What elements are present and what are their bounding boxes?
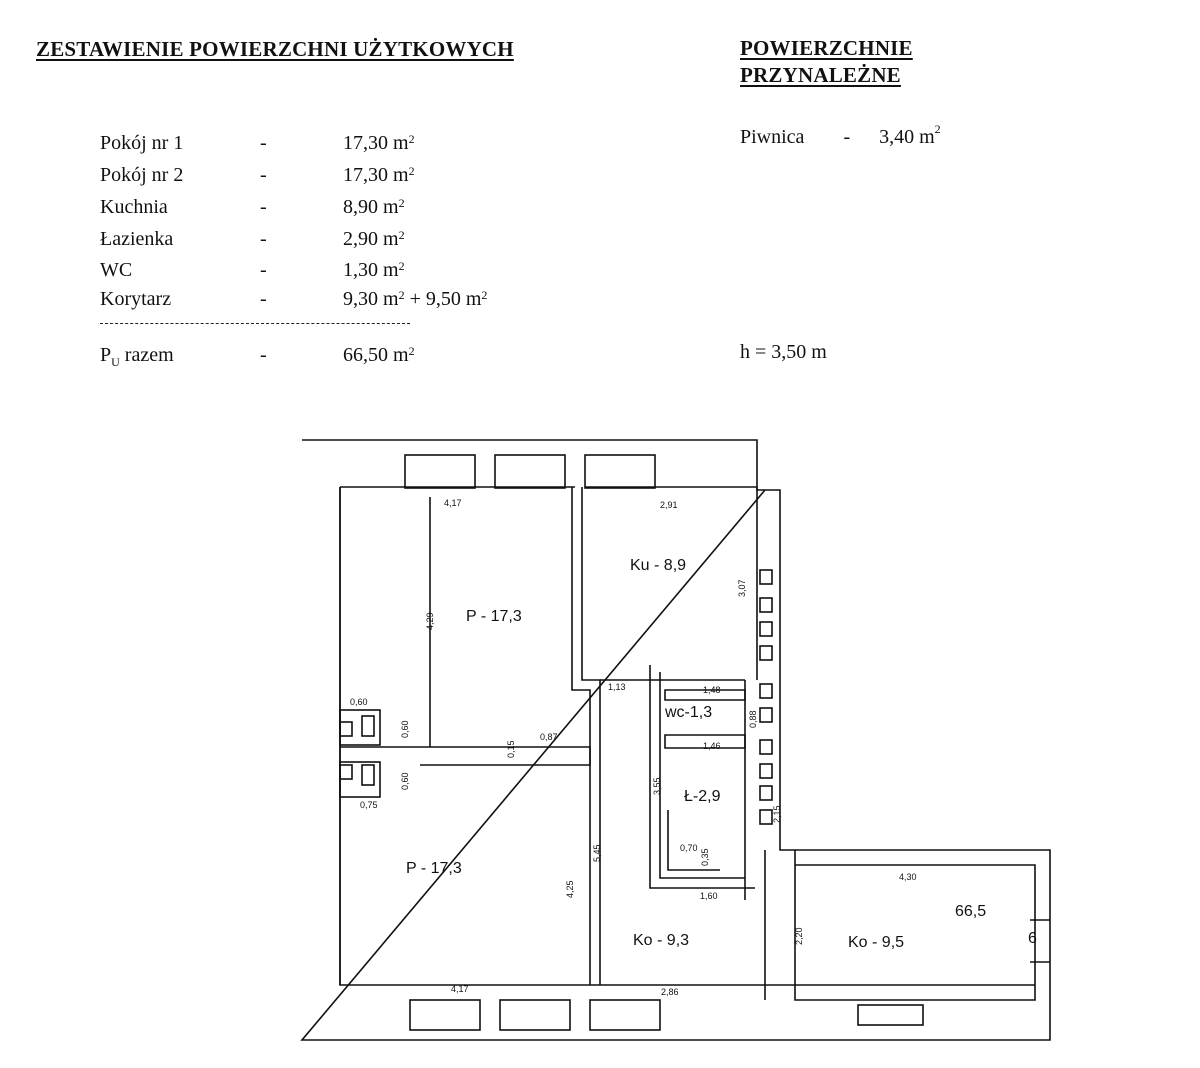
room-name: Łazienka (100, 228, 174, 250)
dim-label: 0,60 (400, 720, 410, 738)
room-name: Korytarz (100, 288, 172, 310)
plan-walls (300, 439, 1051, 1041)
dim-label: 2,86 (661, 987, 679, 997)
room-dash: - (260, 196, 267, 218)
room-dash: - (260, 259, 267, 281)
page-number: 6 (1028, 930, 1037, 947)
room-label-corridor-1: Ko - 9,3 (633, 932, 689, 949)
room-label-kitchen: Ku - 8,9 (630, 557, 686, 574)
dim-label: 2,91 (660, 500, 678, 510)
dim-label: 0,60 (400, 772, 410, 790)
dim-label: 1,46 (703, 741, 721, 751)
room-name: Pokój nr 2 (100, 164, 184, 186)
dim-label: 0,75 (360, 800, 378, 810)
room-area: 17,30 m2 (343, 164, 415, 186)
cellar-row: Piwnica - 3,40 m2 (740, 122, 941, 149)
room-label-corridor-2: Ko - 9,5 (848, 934, 904, 951)
room-label-bedroom-1: P - 17,3 (466, 608, 522, 625)
dim-label: 4,25 (565, 880, 575, 898)
dim-label: 0,15 (506, 740, 516, 758)
dim-label: 3,55 (652, 777, 662, 795)
total-dash: - (260, 344, 267, 366)
dim-label: 1,13 (608, 682, 626, 692)
dim-label: 1,48 (703, 685, 721, 695)
dim-label: 4,17 (444, 498, 462, 508)
cellar-dash: - (843, 126, 851, 148)
total-area: 66,50 m2 (343, 344, 415, 366)
room-name: WC (100, 259, 133, 281)
room-name: Pokój nr 1 (100, 132, 184, 154)
ancillary-area-heading: POWIERZCHNIE PRZYNALEŻNE (740, 36, 913, 87)
ceiling-height: h = 3,50 m (740, 341, 827, 363)
room-area: 17,30 m2 (343, 132, 415, 154)
chimney-vents (339, 569, 773, 825)
usable-area-heading: ZESTAWIENIE POWIERZCHNI UŻYTKOWYCH (36, 37, 514, 61)
dim-label: 0,70 (680, 843, 698, 853)
room-dash: - (260, 288, 267, 310)
dim-label: 4,17 (451, 984, 469, 994)
dim-label: 0,87 (540, 732, 558, 742)
dim-label: 3,07 (737, 579, 747, 597)
room-dash: - (260, 164, 267, 186)
dim-label: 0,88 (748, 710, 758, 728)
cellar-name: Piwnica (740, 126, 805, 148)
dim-label: 0,35 (700, 848, 710, 866)
dim-label: 2,15 (772, 805, 782, 823)
room-dash: - (260, 228, 267, 250)
dim-label: 0,60 (350, 697, 368, 707)
cellar-area: 3,40 m2 (879, 122, 941, 148)
dim-label: 4,30 (899, 872, 917, 882)
room-label-bathroom: Ł-2,9 (684, 788, 721, 805)
total-label: PU razem (100, 344, 174, 369)
dim-label: 4,29 (425, 612, 435, 630)
room-label-bedroom-2: P - 17,3 (406, 860, 462, 877)
dim-label: 5,45 (592, 844, 602, 862)
dim-label: 1,60 (700, 891, 718, 901)
room-area: 1,30 m2 (343, 259, 405, 281)
room-area: 9,30 m2 + 9,50 m2 (343, 288, 488, 310)
summary-divider (100, 323, 410, 324)
room-area: 2,90 m2 (343, 228, 405, 250)
room-area: 8,90 m2 (343, 196, 405, 218)
room-dash: - (260, 132, 267, 154)
room-name: Kuchnia (100, 196, 168, 218)
total-area-label: 66,5 (955, 903, 986, 920)
room-label-wc: wc-1,3 (664, 704, 712, 721)
dim-label: 2,20 (794, 927, 804, 945)
